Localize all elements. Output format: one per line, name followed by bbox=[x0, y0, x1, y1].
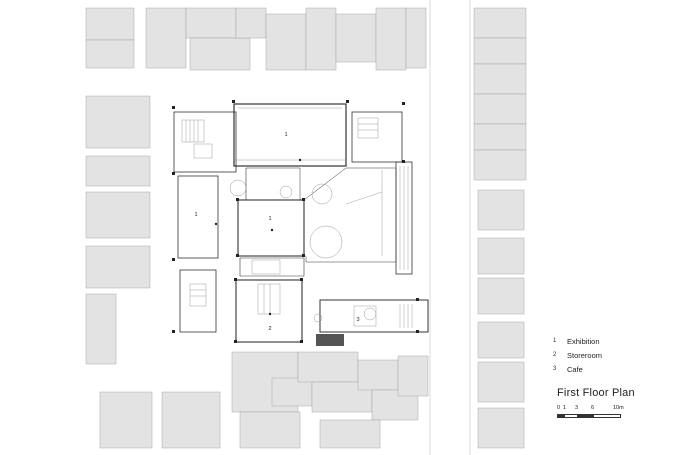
legend-number: 3 bbox=[553, 366, 557, 372]
room-label: 3 bbox=[356, 317, 359, 323]
scale-tick: 10m bbox=[613, 405, 624, 411]
courtyard-trees bbox=[229, 179, 377, 323]
legend-number: 2 bbox=[553, 352, 557, 358]
legend-number: 1 bbox=[553, 338, 557, 344]
structural-columns bbox=[172, 100, 419, 343]
legend-item: 2 Storeroom bbox=[553, 348, 602, 362]
legend-label: Cafe bbox=[567, 364, 583, 374]
legend-item: 3 Cafe bbox=[553, 362, 602, 376]
legend-item: 1 Exhibition bbox=[553, 334, 602, 348]
scale-tick: 1 bbox=[563, 405, 567, 411]
scale-tick: 3 bbox=[575, 405, 579, 411]
legend-label: Storeroom bbox=[567, 350, 603, 360]
room-label: 1 bbox=[284, 132, 287, 138]
scale-tick: 6 bbox=[591, 405, 595, 411]
room-label: 2 bbox=[268, 326, 271, 332]
room-label: 1 bbox=[194, 212, 197, 218]
legend: 1 Exhibition 2 Storeroom 3 Cafe bbox=[553, 334, 602, 376]
scale-bar-graphic bbox=[557, 414, 621, 418]
legend-label: Exhibition bbox=[567, 336, 600, 346]
scale-tick: 0 bbox=[557, 405, 561, 411]
neighbor-buildings bbox=[85, 7, 527, 449]
hatched-strip bbox=[316, 334, 344, 346]
plan-title: First Floor Plan bbox=[557, 387, 635, 399]
room-label: 1 bbox=[268, 216, 271, 222]
building-outline bbox=[173, 103, 429, 343]
scale-bar: 0 1 3 6 10m bbox=[557, 405, 637, 425]
